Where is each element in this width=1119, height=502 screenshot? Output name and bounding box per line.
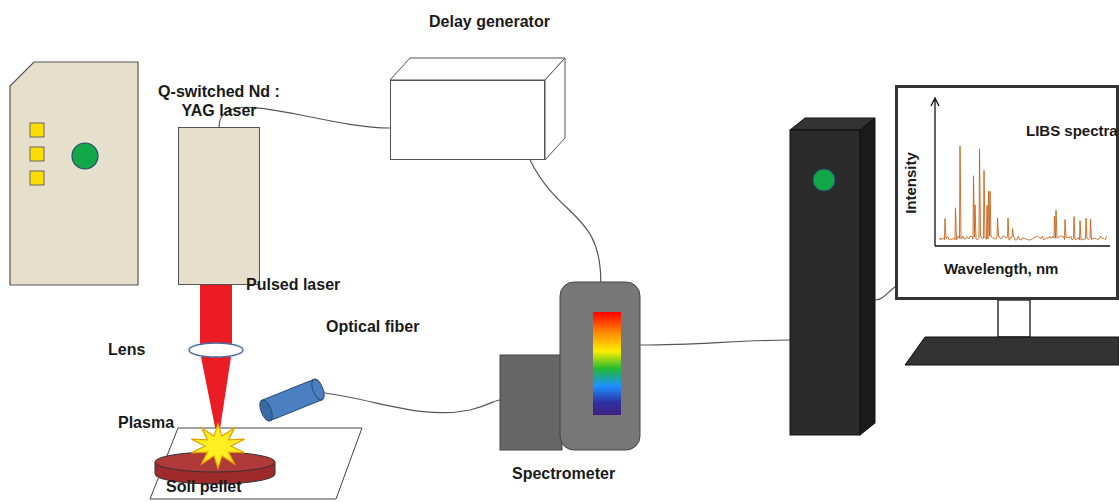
monitor: LIBS spectraIntensityWavelength, nm bbox=[895, 85, 1119, 300]
monitor-stand bbox=[998, 300, 1030, 337]
sample-plate bbox=[150, 428, 362, 499]
beam-label: Pulsed laser bbox=[246, 276, 340, 294]
spectrum-strip bbox=[593, 312, 621, 415]
spectrometer-body bbox=[560, 282, 640, 450]
tower-side bbox=[860, 118, 875, 435]
plasma-star bbox=[191, 424, 244, 469]
axes bbox=[931, 98, 1110, 246]
axis-label: Wavelength, nm bbox=[944, 260, 1058, 278]
laser-head: Q-switched Nd : YAG laser bbox=[178, 127, 260, 285]
lens-label: Lens bbox=[108, 341, 145, 359]
cable bbox=[530, 160, 601, 282]
spectrometer-base bbox=[500, 355, 562, 450]
button bbox=[30, 171, 44, 185]
computer-tower bbox=[790, 130, 860, 435]
chart-title: LIBS spectra bbox=[1026, 122, 1118, 140]
cable bbox=[875, 286, 897, 300]
plasma-label: Plasma bbox=[118, 414, 174, 432]
sample-label: Soil pellet bbox=[166, 477, 242, 496]
fiber-cable bbox=[318, 392, 500, 413]
plasma-star bbox=[191, 424, 244, 469]
power-button bbox=[813, 169, 835, 191]
box-top bbox=[390, 58, 565, 80]
button bbox=[30, 147, 44, 161]
delay-generator: Delay generator bbox=[390, 80, 545, 160]
sample-plate: Soil pellet bbox=[150, 428, 362, 499]
button bbox=[30, 123, 44, 137]
power-knob bbox=[72, 143, 98, 169]
cable bbox=[640, 340, 790, 345]
spectrometer: Spectrometer bbox=[500, 282, 640, 450]
laser-power-supply bbox=[10, 62, 138, 285]
monitor-base bbox=[905, 337, 1119, 365]
device-label: Delay generator bbox=[429, 12, 550, 31]
box-side bbox=[545, 58, 565, 160]
fiber-label: Optical fiber bbox=[326, 318, 419, 336]
laser-beam bbox=[200, 285, 232, 345]
device-label: Spectrometer bbox=[512, 464, 615, 483]
laser-label: Q-switched Nd : YAG laser bbox=[144, 82, 294, 120]
fiber-head bbox=[257, 377, 326, 422]
axis-label: Intensity bbox=[902, 152, 920, 214]
spectrum-line bbox=[940, 146, 1107, 240]
lens bbox=[189, 343, 243, 357]
